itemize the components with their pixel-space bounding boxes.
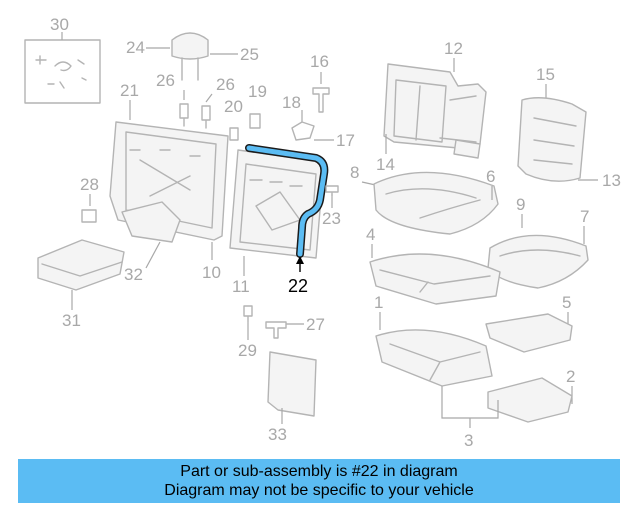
- callout-32[interactable]: 32: [124, 265, 143, 284]
- callout-19[interactable]: 19: [248, 82, 267, 101]
- callout-6[interactable]: 6: [486, 167, 495, 186]
- part-15-seatback-cover: [517, 97, 587, 182]
- callout-7[interactable]: 7: [580, 207, 589, 226]
- part-18-lock-assembly: [291, 121, 315, 141]
- parts-diagram: 30 24 25 26 26 16 19 20 18 17 21 28 32 1…: [24, 15, 621, 450]
- info-banner: Part or sub-assembly is #22 in diagram D…: [18, 459, 620, 503]
- callout-28[interactable]: 28: [80, 175, 99, 194]
- callout-26-right[interactable]: 26: [216, 75, 235, 94]
- callout-33[interactable]: 33: [268, 425, 287, 444]
- callout-11[interactable]: 11: [232, 277, 250, 296]
- callout-9[interactable]: 9: [516, 195, 525, 214]
- callout-4[interactable]: 4: [366, 225, 375, 244]
- callout-18[interactable]: 18: [282, 93, 301, 112]
- part-1-seat-pan: [375, 329, 493, 387]
- part-7-seat-cushion-right: [487, 234, 589, 289]
- callout-22[interactable]: 22: [288, 276, 308, 296]
- callout-14[interactable]: 14: [376, 155, 395, 174]
- part-19-clip: [249, 113, 261, 129]
- part-16-release-handle: [312, 87, 330, 113]
- part-12-seatback-assembly: [383, 63, 487, 159]
- part-31-cushion-pad: [37, 239, 125, 291]
- callout-13[interactable]: 13: [602, 171, 621, 190]
- part-4-cushion-frame: [369, 253, 501, 305]
- part-26-left-guide: [179, 103, 189, 127]
- callout-1[interactable]: 1: [374, 293, 383, 312]
- part-27-striker: [265, 321, 287, 339]
- callout-29[interactable]: 29: [238, 341, 257, 360]
- callout-2[interactable]: 2: [566, 367, 575, 386]
- part-6-seat-cushion: [373, 171, 499, 235]
- callout-10[interactable]: 10: [202, 263, 221, 282]
- part-26-right-guide: [201, 105, 211, 129]
- callout-5[interactable]: 5: [562, 293, 571, 312]
- part-11-seatback-frame: [229, 149, 325, 259]
- banner-line-2: Diagram may not be specific to your vehi…: [164, 482, 474, 499]
- part-headrest: [171, 32, 209, 81]
- part-28-bracket: [81, 209, 97, 223]
- part-23-bolt: [325, 185, 339, 197]
- callout-31[interactable]: 31: [62, 311, 81, 330]
- part-5-pad: [485, 313, 573, 353]
- callout-21[interactable]: 21: [120, 81, 139, 100]
- callout-12[interactable]: 12: [444, 39, 463, 58]
- callout-23[interactable]: 23: [322, 209, 341, 228]
- callout-25[interactable]: 25: [240, 45, 259, 64]
- callout-17[interactable]: 17: [336, 131, 355, 150]
- part-30-hardware-kit: [24, 39, 101, 104]
- banner-line-1: Part or sub-assembly is #22 in diagram: [180, 463, 458, 480]
- callout-15[interactable]: 15: [536, 65, 555, 84]
- callout-26-left[interactable]: 26: [156, 71, 175, 90]
- part-32-hinge-bracket: [121, 201, 181, 243]
- callout-24[interactable]: 24: [126, 38, 145, 57]
- callout-30[interactable]: 30: [50, 15, 69, 34]
- callout-16[interactable]: 16: [310, 52, 329, 71]
- callout-8[interactable]: 8: [350, 163, 359, 182]
- callout-27[interactable]: 27: [306, 315, 325, 334]
- part-2-seat-pan-right: [487, 377, 573, 423]
- part-29-bolt: [243, 305, 253, 323]
- callout-3[interactable]: 3: [464, 431, 473, 450]
- part-33-panel: [267, 351, 317, 417]
- callout-20[interactable]: 20: [224, 97, 243, 116]
- part-20-clip: [229, 127, 239, 141]
